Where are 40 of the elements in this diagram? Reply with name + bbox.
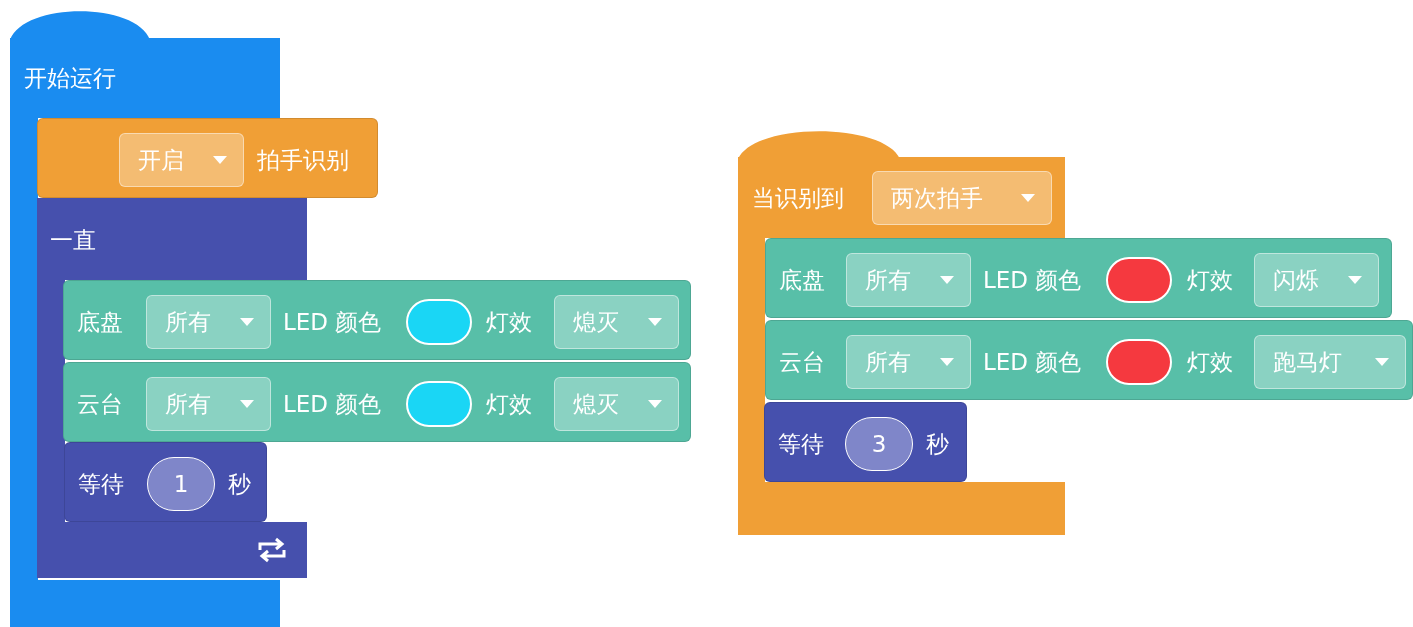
block-label: 开始运行 xyxy=(24,64,116,92)
block-label: 灯效 xyxy=(486,390,532,418)
block-label: 当识别到 xyxy=(752,184,844,212)
number-field: 1 xyxy=(147,457,215,511)
dropdown: 跑马灯 xyxy=(1254,335,1406,389)
c-block xyxy=(10,10,280,627)
block-label: 底盘 xyxy=(779,266,825,294)
number-field: 3 xyxy=(845,417,913,471)
block-label: 云台 xyxy=(77,390,123,418)
block-label: 秒 xyxy=(228,470,251,498)
dropdown: 所有 xyxy=(846,335,971,389)
block-label: 一直 xyxy=(50,226,96,254)
dropdown: 两次拍手 xyxy=(872,171,1052,225)
code-block xyxy=(764,402,967,482)
code-block xyxy=(64,442,267,522)
block-label: 秒 xyxy=(926,430,949,458)
dropdown: 所有 xyxy=(146,295,271,349)
block-label: LED 颜色 xyxy=(283,390,382,418)
block-label: 灯效 xyxy=(486,308,532,336)
dropdown: 熄灭 xyxy=(554,377,679,431)
code-block xyxy=(765,320,1413,400)
block-label: 等待 xyxy=(78,470,124,498)
block-label: 拍手识别 xyxy=(257,146,349,174)
block-label: 灯效 xyxy=(1187,266,1233,294)
code-block xyxy=(765,238,1392,318)
dropdown: 开启 xyxy=(119,133,244,187)
block-label: 灯效 xyxy=(1187,348,1233,376)
block-label: 等待 xyxy=(778,430,824,458)
code-block xyxy=(37,118,378,198)
block-label: 底盘 xyxy=(77,308,123,336)
dropdown: 所有 xyxy=(146,377,271,431)
code-block xyxy=(63,280,691,360)
block-label: 云台 xyxy=(779,348,825,376)
dropdown: 熄灭 xyxy=(554,295,679,349)
dropdown: 闪烁 xyxy=(1254,253,1379,307)
dropdown: 所有 xyxy=(846,253,971,307)
block-label: LED 颜色 xyxy=(983,266,1082,294)
code-block xyxy=(63,362,691,442)
block-label: LED 颜色 xyxy=(983,348,1082,376)
block-label: LED 颜色 xyxy=(283,308,382,336)
